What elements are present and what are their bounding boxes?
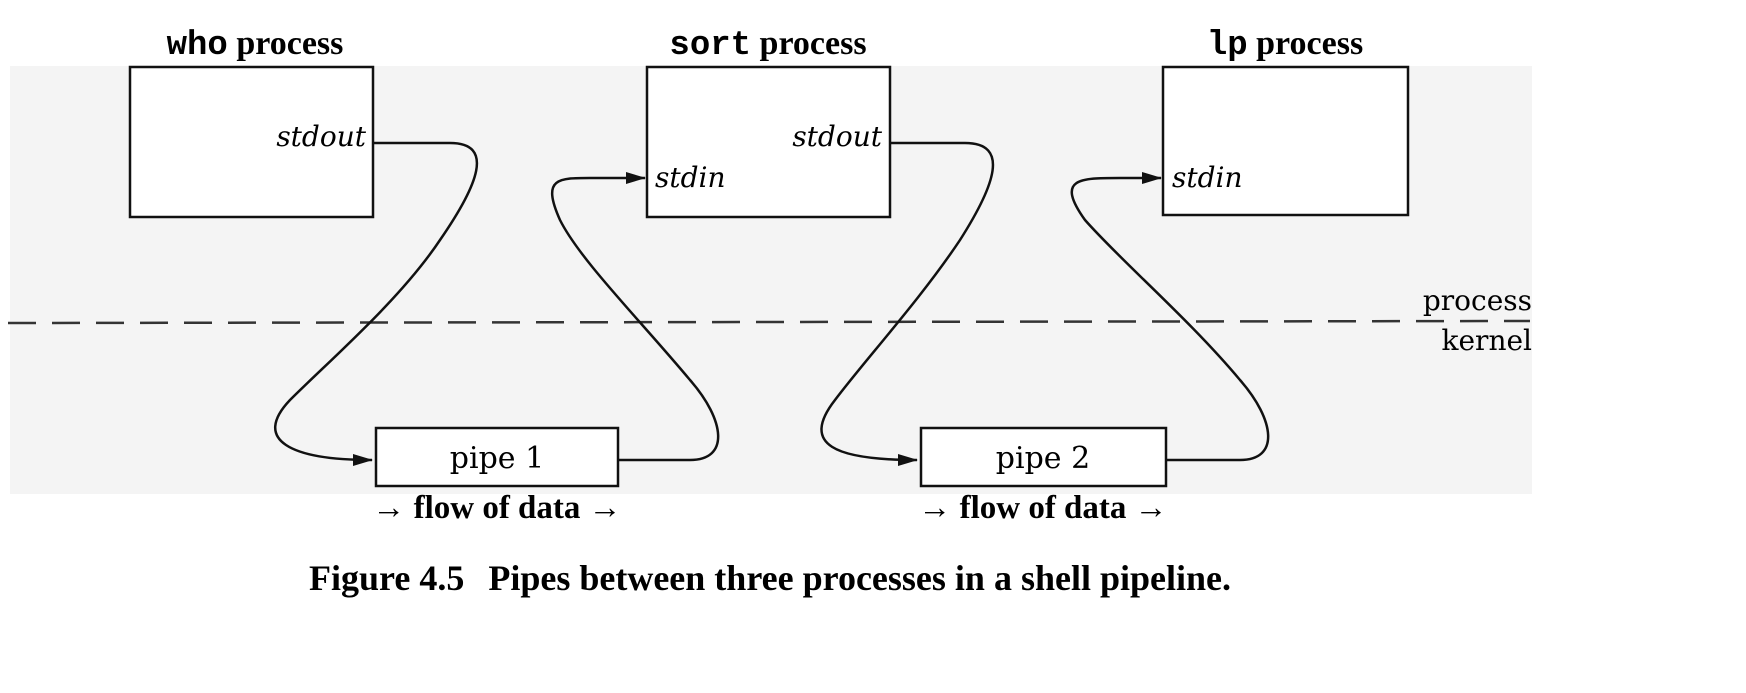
- sort-process: sort process stdin stdout: [645, 25, 892, 219]
- pipe-2-to-lp-stdin-arrow: [1070, 172, 1270, 462]
- figure-caption-text: Pipes between three processes in a shell…: [488, 558, 1231, 598]
- figure-caption: Figure 4.5 Pipes between three processes …: [309, 558, 1231, 598]
- kernel-region-label: kernel: [1442, 324, 1533, 357]
- lp-stdin-label: stdin: [1172, 161, 1243, 194]
- who-process-title: who process: [167, 25, 344, 65]
- who-process: who process stdout: [128, 25, 375, 219]
- lp-process: lp process stdin: [1161, 25, 1410, 217]
- who-stdout-label: stdout: [276, 120, 366, 153]
- figure-number: Figure 4.5: [309, 558, 464, 598]
- process-region-label: process: [1423, 284, 1532, 317]
- lp-process-title: lp process: [1207, 25, 1363, 65]
- who-stdout-to-pipe-1-arrow: [274, 141, 478, 466]
- lp-process-box: [1161, 65, 1410, 217]
- pipe-2-box: [919, 426, 1168, 488]
- pipe-1-to-sort-stdin-arrow: [550, 172, 720, 462]
- sort-stdout-label: stdout: [792, 120, 882, 153]
- process-kernel-boundary: [7, 319, 1531, 325]
- pipe-1: pipe 1 → flow of data →: [372, 426, 622, 526]
- sort-process-title: sort process: [669, 25, 866, 65]
- pipe-1-flow-label: → flow of data →: [372, 490, 621, 526]
- sort-stdout-to-pipe-2-arrow: [820, 141, 995, 466]
- pipe-2-flow-label: → flow of data →: [918, 490, 1167, 526]
- pipe-2-label: pipe 2: [996, 441, 1090, 476]
- who-process-box: [128, 65, 375, 219]
- sort-stdin-label: stdin: [655, 161, 726, 194]
- pipe-2: pipe 2 → flow of data →: [918, 426, 1168, 526]
- pipe-1-label: pipe 1: [450, 441, 544, 476]
- pipe-1-box: [374, 426, 620, 488]
